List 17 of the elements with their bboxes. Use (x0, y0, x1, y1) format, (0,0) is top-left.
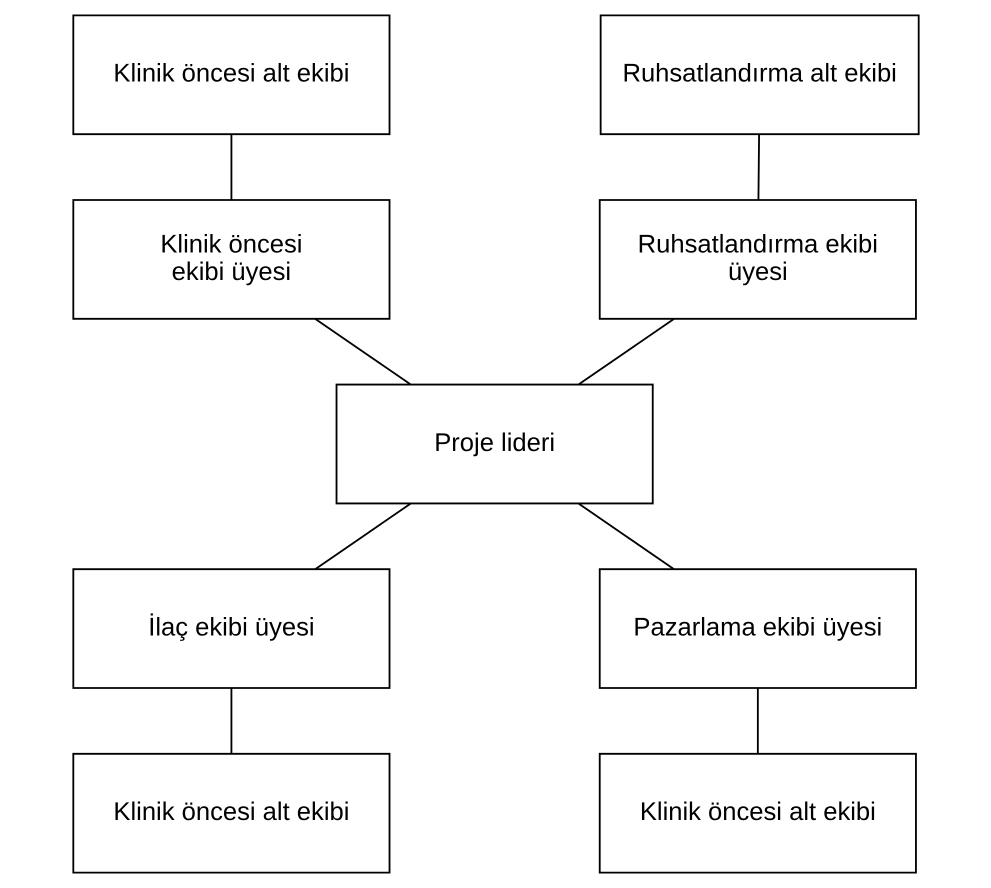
node-box: Klinik öncesi ekibi üyesi (72, 199, 390, 320)
node-box: Ruhsatlandırma ekibi üyesi (598, 199, 916, 320)
node-box: Ruhsatlandırma alt ekibi (599, 14, 920, 136)
connector (578, 318, 674, 386)
node-box: Proje lideri (335, 384, 654, 504)
node-box: Klinik öncesi alt ekibi (72, 752, 390, 874)
node-box: Pazarlama ekibi üyesi (598, 568, 916, 689)
connector (230, 688, 232, 754)
connector (314, 318, 411, 386)
node-box: İlaç ekibi üyesi (72, 568, 390, 689)
connector (757, 134, 760, 200)
connector (314, 502, 411, 570)
connector (230, 134, 232, 200)
connector (578, 502, 674, 570)
node-box: Klinik öncesi alt ekibi (72, 14, 390, 136)
connector (756, 688, 758, 754)
node-box: Klinik öncesi alt ekibi (598, 752, 916, 874)
